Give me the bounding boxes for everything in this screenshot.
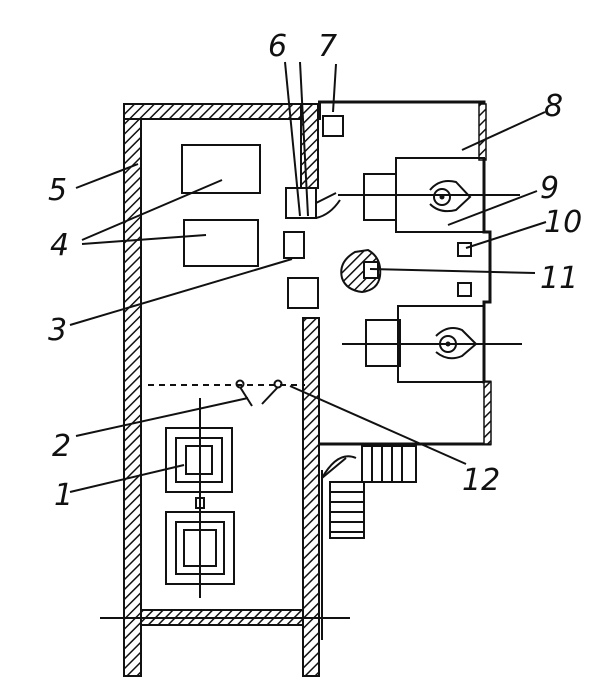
small-square-item-10-lower — [457, 282, 472, 297]
annex-right-wall-top — [478, 103, 487, 161]
label-8: 8 — [544, 89, 563, 124]
label-3: 3 — [48, 313, 67, 348]
upper-machine — [338, 157, 520, 233]
inner-right-wall-lower — [302, 317, 320, 677]
leader-lines — [69, 61, 547, 493]
label-1: 1 — [54, 478, 73, 513]
rectangle-item-4-lower — [183, 219, 259, 267]
label-4: 4 — [50, 228, 69, 263]
control-unit-item-11 — [340, 248, 382, 294]
outer-left-wall — [123, 103, 142, 677]
label-11: 11 — [540, 261, 578, 296]
transformer-lower — [165, 505, 235, 598]
label-5: 5 — [48, 173, 67, 208]
label-6: 6 — [268, 29, 287, 64]
left-hall-walls — [100, 103, 350, 677]
switches — [235, 379, 283, 407]
label-10: 10 — [544, 205, 582, 240]
small-square-item-10-upper — [457, 242, 472, 257]
wall-boxes — [283, 187, 341, 309]
lower-machine — [342, 305, 522, 383]
small-square-item-7 — [322, 115, 344, 137]
annex-right-wall-bottom — [483, 381, 492, 445]
label-12: 12 — [462, 463, 500, 498]
label-7: 7 — [318, 29, 337, 64]
door-and-stairs — [321, 445, 417, 539]
label-2: 2 — [52, 429, 71, 464]
label-9: 9 — [540, 171, 559, 206]
transformer-upper — [165, 398, 233, 512]
rectangle-item-4-upper — [181, 144, 261, 194]
top-wall — [123, 103, 321, 120]
